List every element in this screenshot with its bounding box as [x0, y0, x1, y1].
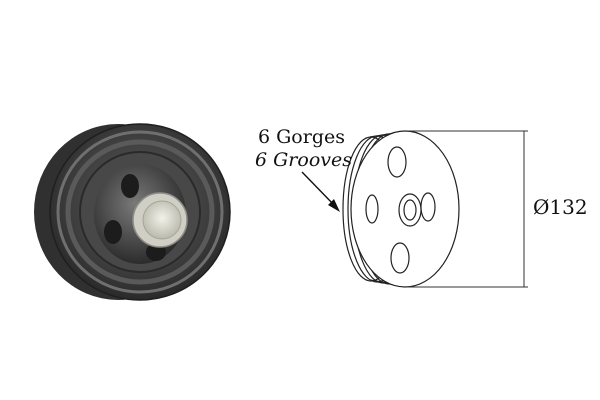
pulley-bore: [142, 200, 182, 240]
diameter-label: Ø132: [533, 195, 588, 219]
groove-leader: [301, 171, 340, 212]
grooves-label-english: 6 Grooves: [255, 149, 352, 171]
groove-leader-line: [301, 171, 336, 207]
pulley-groove-ring-outer: [56, 130, 224, 294]
diameter-dimension: [407, 130, 528, 288]
pulley-face-hole-left: [365, 194, 379, 224]
pulley-line-drawing: [342, 130, 460, 288]
pulley-groove-ring-inner: [65, 139, 215, 285]
grooves-label-french: 6 Gorges: [258, 126, 345, 148]
pulley-window-1: [121, 174, 139, 198]
pulley-center-hub: [398, 193, 422, 227]
groove-leader-arrowhead: [328, 199, 340, 212]
pulley-front-face: [350, 130, 460, 288]
pulley-face-hole-top: [387, 146, 407, 178]
pulley-window-2: [104, 220, 122, 244]
pulley-face-hole-bottom: [390, 242, 410, 274]
pulley-center-bore: [403, 199, 417, 221]
pulley-photo: [34, 123, 231, 301]
